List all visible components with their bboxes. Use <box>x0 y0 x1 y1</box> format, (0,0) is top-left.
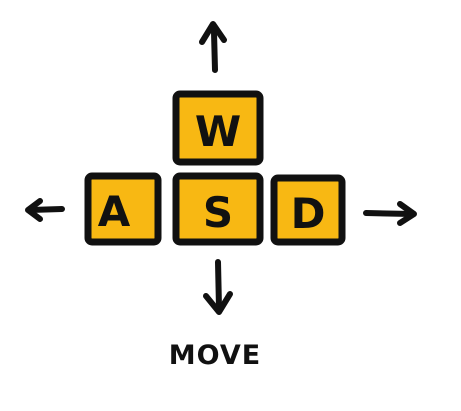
arrow-down-icon <box>203 259 233 315</box>
move-caption: MOVE <box>169 340 261 371</box>
arrow-up-icon <box>199 21 227 73</box>
key-w-label: W <box>195 107 241 156</box>
key-a: A <box>84 172 162 246</box>
arrow-right-icon <box>363 201 417 226</box>
key-d: D <box>270 174 346 246</box>
key-s: S <box>172 172 264 246</box>
key-d-label: D <box>291 189 326 238</box>
key-w: W <box>172 90 264 166</box>
key-s-label: S <box>203 188 233 237</box>
arrow-left-icon <box>25 198 65 222</box>
key-a-label: A <box>98 187 131 236</box>
